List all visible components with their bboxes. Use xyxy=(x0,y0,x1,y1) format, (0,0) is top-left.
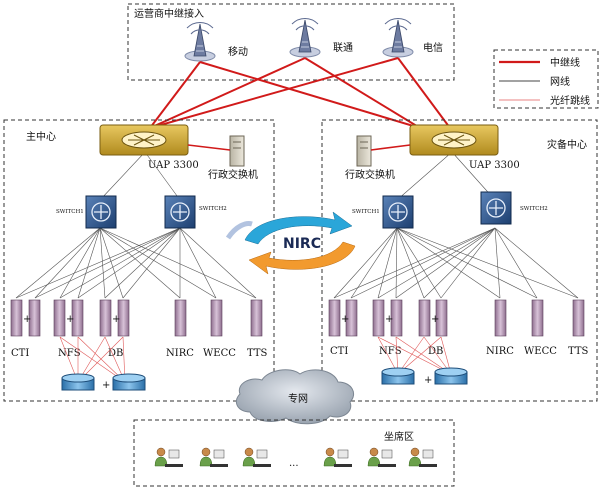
server-label-wecc-backup: WECC xyxy=(524,346,557,357)
storage-plus-backup: + xyxy=(424,375,432,386)
server-label-wecc-main: WECC xyxy=(203,348,236,359)
storage-icon-backup-1 xyxy=(381,367,415,385)
sync-label: NIRC xyxy=(283,236,321,252)
tower-icon xyxy=(382,18,414,58)
legend: 中继线 网线 光纤跳线 xyxy=(493,49,599,109)
plus-main-2: + xyxy=(66,314,74,325)
server-icons-main xyxy=(10,299,263,337)
server-label-cti-backup: CTI xyxy=(330,346,348,357)
server-label-nirc-backup: NIRC xyxy=(486,346,514,357)
agent-icons xyxy=(154,447,437,467)
server-label-tts-main: TTS xyxy=(247,348,268,359)
seat-area: 坐席区 xyxy=(133,419,455,487)
server-label-nfs-main: NFS xyxy=(58,348,81,359)
carrier-area-title: 运营商中继接入 xyxy=(134,7,204,20)
server-label-db-backup: DB xyxy=(428,346,443,357)
pbx-icon-main xyxy=(229,135,245,167)
switch-label-backup-1: SWITCH1 xyxy=(352,209,380,215)
legend-label-trunk: 中继线 xyxy=(550,56,580,69)
plus-backup-3: + xyxy=(431,314,439,325)
tower-icon xyxy=(184,22,216,62)
legend-label-fiber: 光纤跳线 xyxy=(550,94,590,107)
main-center-title: 主中心 xyxy=(26,130,56,143)
sync-arrows xyxy=(225,211,356,275)
pbx-link-backup xyxy=(370,144,411,151)
server-label-nfs-backup: NFS xyxy=(379,346,402,357)
trunk-lines xyxy=(149,57,451,129)
plus-main-1: + xyxy=(23,314,31,325)
switch-label-main-2: SWITCH2 xyxy=(199,206,227,212)
backup-center: 灾备中心 xyxy=(321,119,598,402)
uap-label-backup: UAP 3300 xyxy=(469,160,520,171)
pbx-link-main xyxy=(187,144,231,151)
switch-icon-main-2 xyxy=(164,195,196,229)
seat-area-title: 坐席区 xyxy=(384,430,414,443)
server-label-tts-backup: TTS xyxy=(568,346,589,357)
storage-icon-main-2 xyxy=(112,373,146,391)
uap-device-backup xyxy=(409,124,499,156)
tower-label-unicom: 联通 xyxy=(333,42,353,54)
storage-icon-main-1 xyxy=(61,373,95,391)
main-ethernet-lines xyxy=(15,151,257,299)
backup-ethernet-lines xyxy=(333,151,579,299)
switch-icon-backup-2 xyxy=(480,191,512,225)
network-label: 专网 xyxy=(288,392,308,405)
pbx-icon-backup xyxy=(356,135,372,167)
server-label-nirc-main: NIRC xyxy=(166,348,194,359)
backup-center-title: 灾备中心 xyxy=(547,138,587,151)
uap-label-main: UAP 3300 xyxy=(148,160,199,171)
pbx-label-backup: 行政交换机 xyxy=(345,168,395,181)
pbx-label-main: 行政交换机 xyxy=(208,168,258,181)
main-center: 主中心 xyxy=(3,119,275,402)
network-cloud-icon xyxy=(235,369,354,425)
tower-icon xyxy=(289,18,321,58)
server-label-cti-main: CTI xyxy=(11,348,29,359)
server-label-db-main: DB xyxy=(108,348,123,359)
switch-label-main-1: SWITCH1 xyxy=(56,209,84,215)
uap-device-main xyxy=(99,124,189,156)
plus-backup-1: + xyxy=(341,314,349,325)
plus-main-3: + xyxy=(112,314,120,325)
storage-icon-backup-2 xyxy=(434,367,468,385)
switch-icon-main-1 xyxy=(85,195,117,229)
legend-label-ethernet: 网线 xyxy=(550,75,570,88)
server-icons-backup xyxy=(328,299,585,337)
seat-ellipsis: ... xyxy=(289,458,299,469)
plus-backup-2: + xyxy=(385,314,393,325)
storage-plus-main: + xyxy=(102,380,110,391)
tower-label-telecom: 电信 xyxy=(423,41,443,54)
switch-icon-backup-1 xyxy=(382,195,414,229)
tower-label-mobile: 移动 xyxy=(228,45,248,58)
switch-label-backup-2: SWITCH2 xyxy=(520,206,548,212)
fiber-lines-backup xyxy=(377,336,452,375)
carrier-area: 运营商中继接入 xyxy=(127,3,455,81)
